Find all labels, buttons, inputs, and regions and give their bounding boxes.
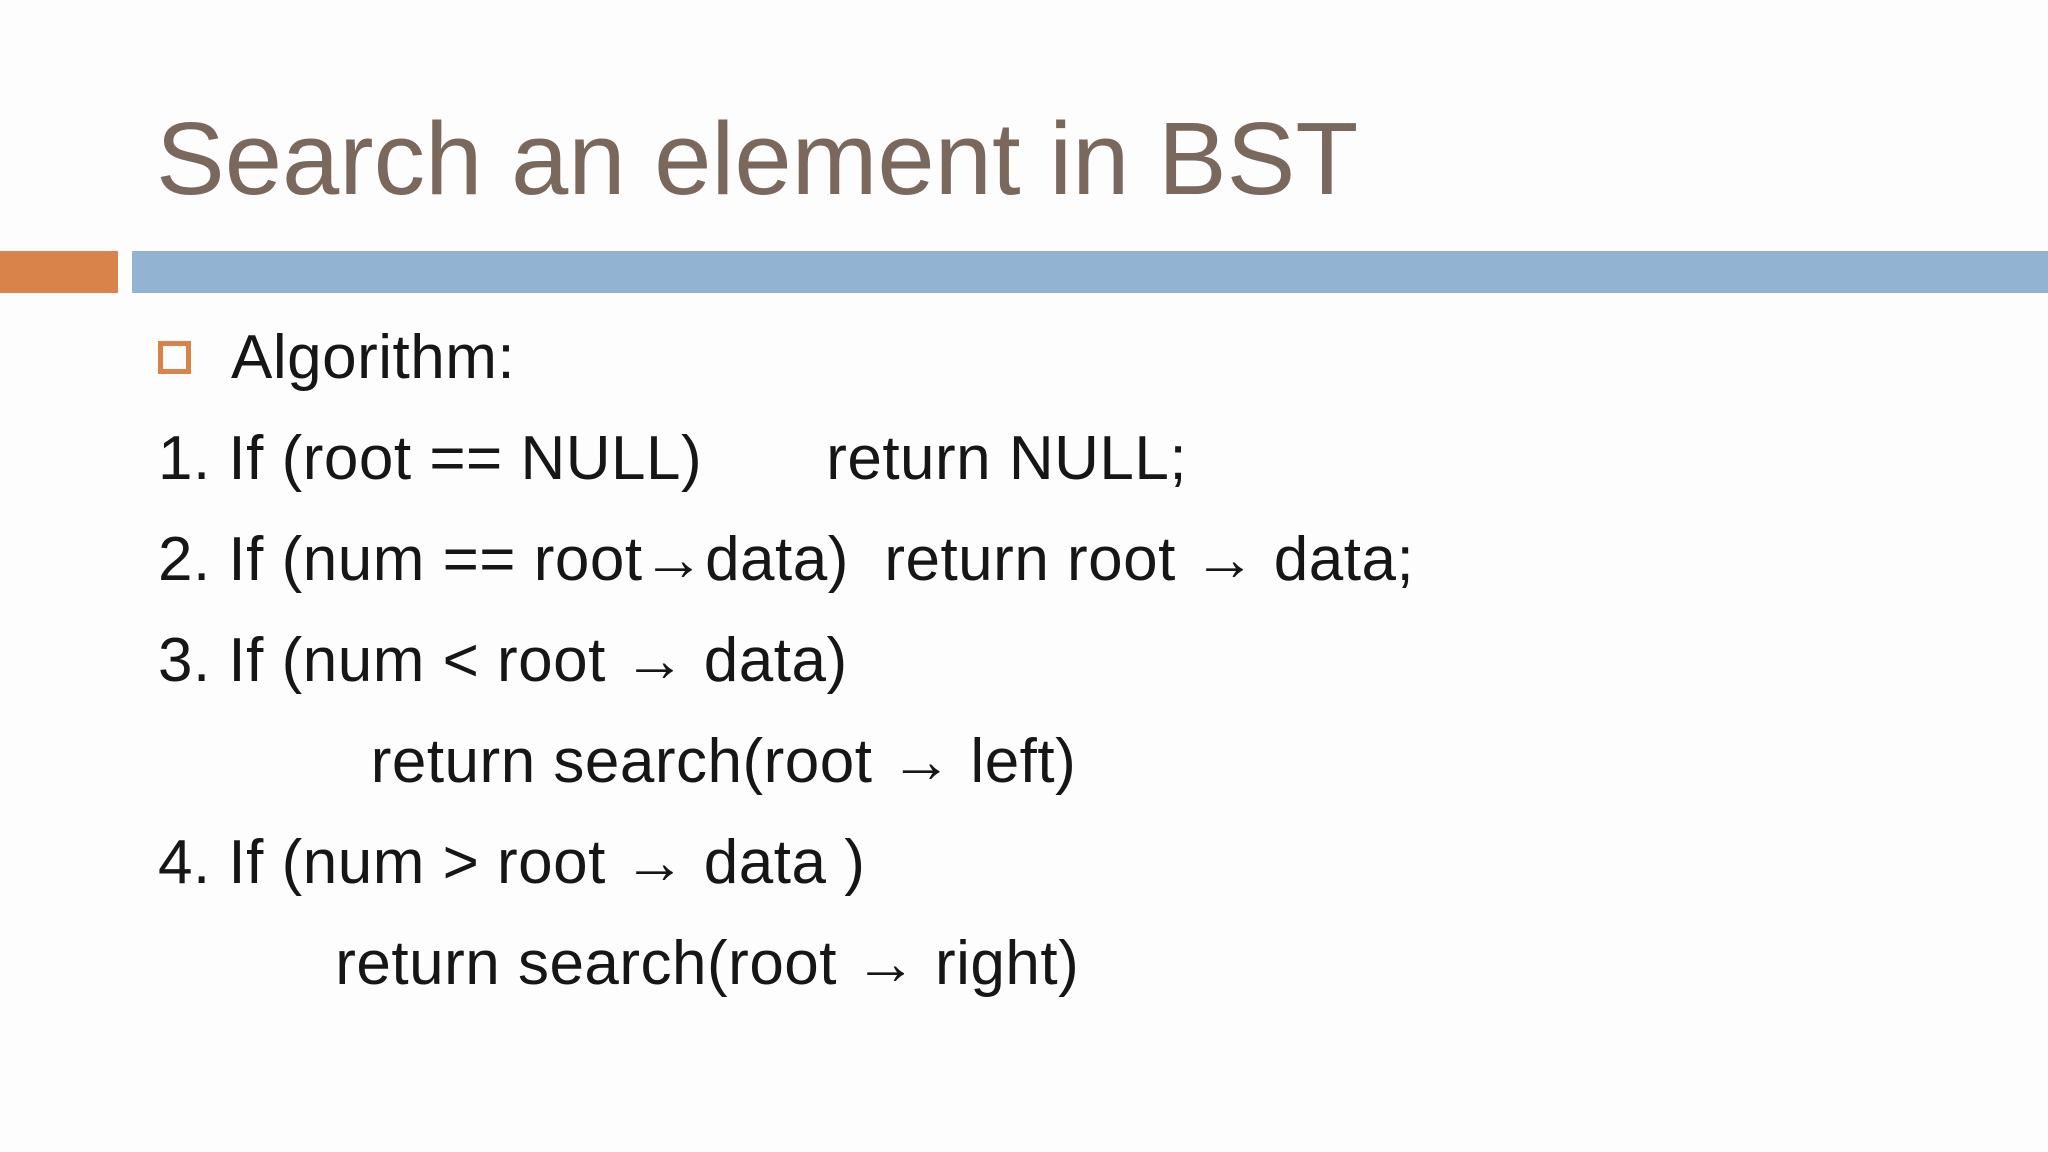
algorithm-step-2: 2. If (num == root→data) return root → d… — [158, 525, 1415, 594]
algorithm-step-1: 1. If (root == NULL) return NULL; — [158, 424, 1188, 493]
slide-body: Algorithm: 1. If (root == NULL) return N… — [158, 307, 1414, 1014]
algorithm-heading: Algorithm: — [231, 323, 516, 392]
slide-title: Search an element in BST — [156, 101, 1359, 216]
algorithm-step-4-return: return search(root → right) — [158, 929, 1080, 998]
square-bullet-icon — [158, 341, 191, 374]
algorithm-step-3-return: return search(root → left) — [158, 727, 1077, 796]
algorithm-bullet-row: Algorithm: — [158, 307, 1414, 408]
algorithm-step-4: 4. If (num > root → data ) — [158, 828, 866, 897]
algorithm-step-3: 3. If (num < root → data) — [158, 626, 848, 695]
blue-accent-bar — [132, 251, 2048, 293]
orange-accent-bar — [0, 251, 118, 293]
